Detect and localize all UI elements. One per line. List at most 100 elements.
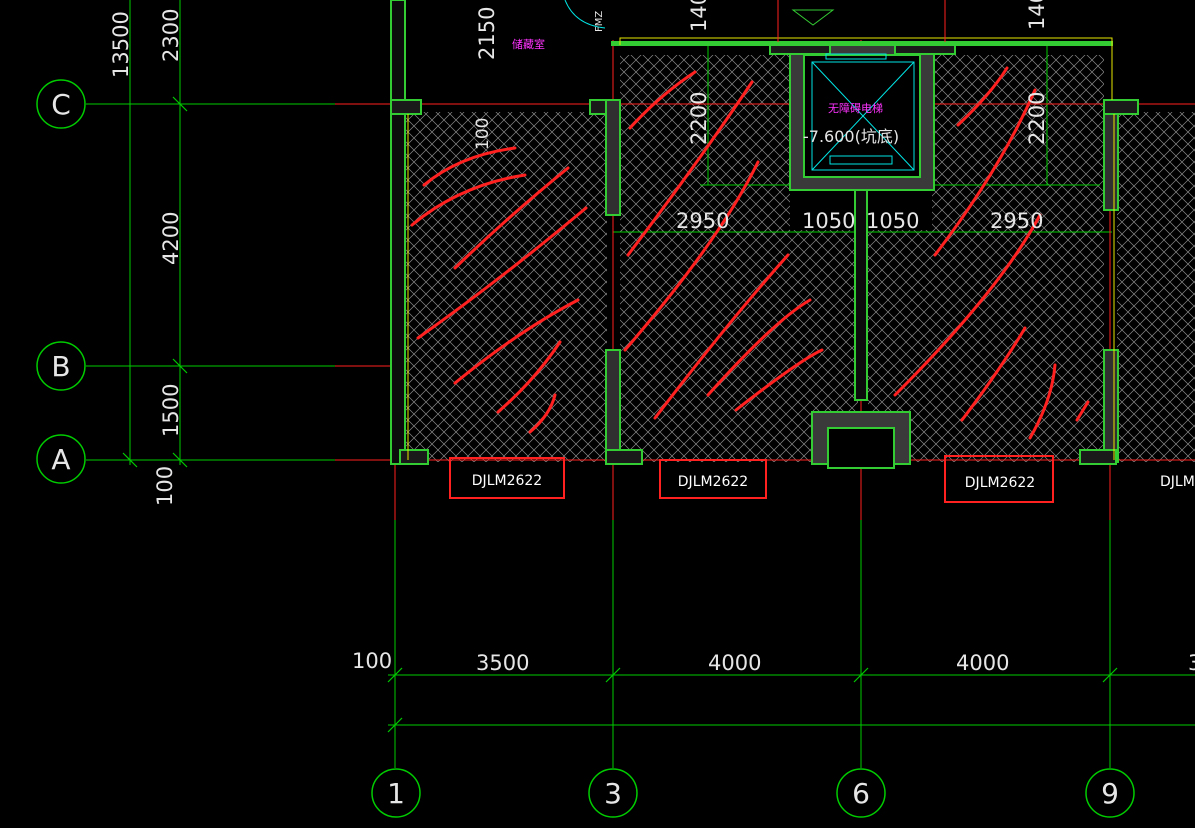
stroke	[496, 340, 562, 414]
tick	[853, 667, 869, 683]
axis-label-3: 3	[604, 777, 622, 810]
axis-label-6: 6	[852, 777, 870, 810]
dim-4000-b: 4000	[956, 651, 1009, 675]
wall-bottom-9	[1079, 449, 1117, 465]
stroke	[960, 326, 1027, 422]
wall-col-9-low	[1103, 349, 1119, 463]
wall-col-6	[854, 189, 868, 401]
dim-partial: 3	[1188, 651, 1195, 675]
stroke	[626, 80, 754, 257]
stroke	[416, 206, 588, 340]
stroke	[623, 160, 760, 352]
door-box-2	[659, 459, 767, 499]
door-box-3	[944, 455, 1054, 503]
stroke	[933, 88, 1037, 257]
bubble-6	[836, 768, 886, 818]
dim-1050-right: 1050	[866, 209, 919, 233]
dim-2950-right: 2950	[990, 209, 1043, 233]
bubble-a	[36, 434, 86, 484]
wall-top-band	[611, 41, 1113, 46]
elevator	[811, 53, 915, 171]
dim-4200: 4200	[159, 212, 183, 265]
wall-col-9	[1103, 99, 1119, 211]
stroke	[653, 253, 790, 420]
dim-2200-left: 2200	[687, 92, 711, 145]
wall-col-3-low	[605, 349, 621, 463]
slab-room-2	[620, 55, 790, 235]
stroke	[453, 166, 570, 270]
dim-100-left: 100	[153, 466, 177, 506]
stroke	[453, 298, 580, 385]
wall-top-room4	[1103, 99, 1139, 115]
top-door	[564, 0, 946, 42]
tick	[1102, 667, 1118, 683]
slab-room-4	[1117, 112, 1195, 462]
dimension-ticks	[122, 96, 1118, 733]
door-label-1: DJLM2622	[472, 473, 542, 489]
axis-label-b: B	[51, 350, 70, 383]
tick	[387, 717, 403, 733]
dim-2300: 2300	[159, 9, 183, 62]
elevator-sill	[829, 155, 893, 165]
door-label-2: DJLM2622	[678, 474, 748, 490]
red-markup-strokes	[410, 66, 1090, 440]
stroke	[628, 70, 697, 130]
axis-label-9: 9	[1101, 777, 1119, 810]
tick	[172, 96, 188, 112]
dim-2200-right: 2200	[1025, 92, 1049, 145]
elevator-diag-2	[811, 61, 915, 171]
fmz-label: FMZ	[594, 11, 605, 32]
storage-room-label: 储藏室	[512, 37, 545, 51]
door-box-1	[449, 457, 565, 499]
tick	[605, 667, 621, 683]
wall-bottom-3	[605, 449, 643, 465]
dim-3500: 3500	[476, 651, 529, 675]
dim-2150: 2150	[475, 7, 499, 60]
stroke	[1075, 400, 1090, 422]
dim-1500: 1500	[159, 384, 183, 437]
slab-room-3	[932, 55, 1104, 235]
pit-level-label: -7.600(坑底)	[803, 127, 899, 146]
wall-top-room1	[390, 99, 422, 115]
door-label-4: DJLM	[1160, 474, 1195, 490]
bubble-c	[36, 79, 86, 129]
wall-col-3	[605, 99, 621, 216]
stroke	[422, 146, 517, 187]
dim-140-right: 140	[1025, 0, 1049, 30]
door-label-3: DJLM2622	[965, 475, 1035, 491]
bubble-b	[36, 341, 86, 391]
door-swing-arc	[564, 0, 606, 29]
stroke	[706, 298, 812, 397]
slab-room-1	[405, 112, 607, 462]
axis-bubbles	[36, 79, 1135, 818]
door-boxes	[449, 455, 1054, 503]
stroke	[1028, 363, 1057, 440]
dim-wall-100: 100	[473, 118, 493, 150]
bubble-3	[588, 768, 638, 818]
wall-bottom-1	[399, 449, 429, 465]
wall-col-1	[390, 0, 406, 465]
stroke	[734, 348, 824, 412]
stair-arrow	[791, 9, 835, 26]
stroke	[893, 213, 1042, 397]
axis-label-1: 1	[387, 777, 405, 810]
tick	[172, 452, 188, 468]
walls	[390, 0, 1139, 469]
dim-total: 13500	[109, 11, 133, 78]
elevator-top-rail	[825, 53, 887, 60]
tick	[122, 452, 138, 468]
stroke	[956, 66, 1009, 127]
dim-offset-100: 100	[352, 649, 392, 673]
dim-1050-left: 1050	[802, 209, 855, 233]
dim-4000-a: 4000	[708, 651, 761, 675]
bubble-1	[371, 768, 421, 818]
outline-top	[619, 37, 1113, 100]
elevator-label: 无障碍电梯	[828, 101, 883, 115]
elevator-cab	[811, 61, 915, 171]
elevator-shaft-inner	[803, 54, 921, 178]
bubble-9	[1085, 768, 1135, 818]
axis-label-a: A	[51, 443, 70, 476]
dim-2950-left: 2950	[676, 209, 729, 233]
wall-center-bottom-inner	[827, 427, 895, 469]
